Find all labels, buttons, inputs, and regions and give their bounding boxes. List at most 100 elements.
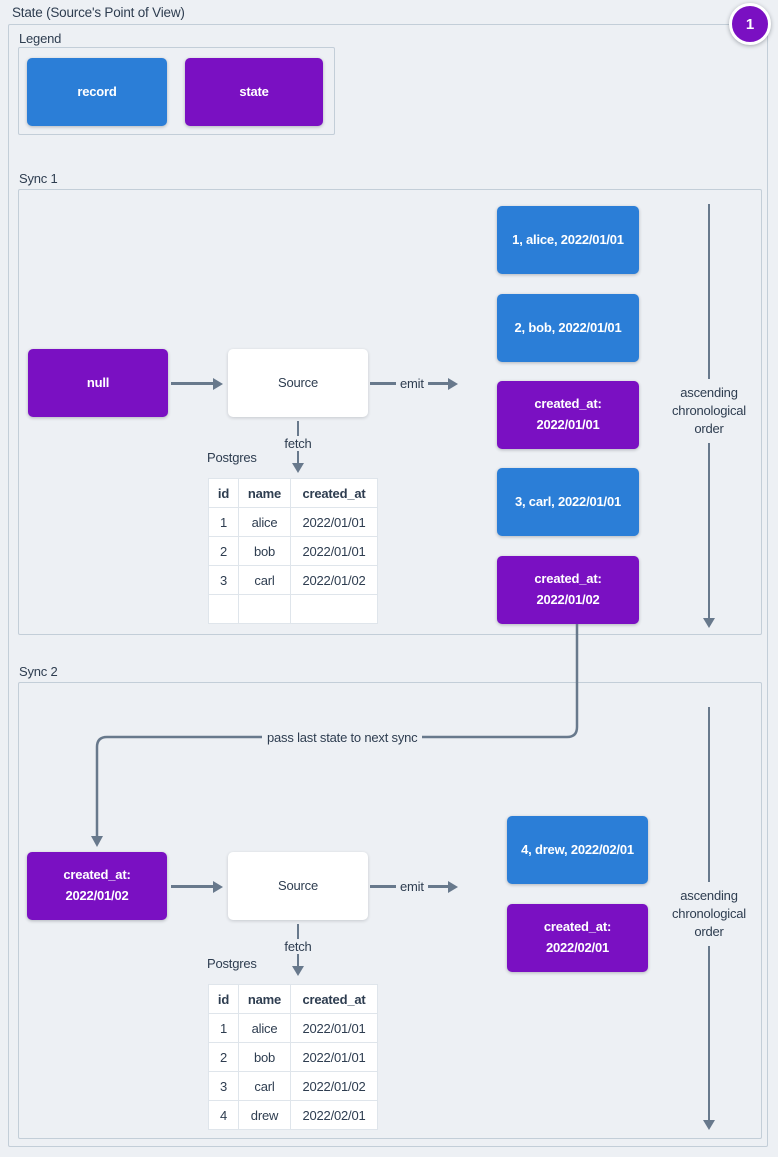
order-note: ascending chronological order xyxy=(672,379,746,443)
table-cell: 2022/01/02 xyxy=(290,565,378,595)
step-badge: 1 xyxy=(729,3,771,45)
arrow-line xyxy=(707,443,711,618)
sync1-source-box: Source xyxy=(228,349,368,417)
order-note-line: chronological xyxy=(671,905,746,921)
table-cell: carl xyxy=(238,565,291,595)
arrow-line xyxy=(707,707,711,882)
table-cell: 2022/01/01 xyxy=(290,1013,378,1043)
sync2-input-state-box: created_at: 2022/01/02 xyxy=(27,852,167,920)
table-header-row: id name created_at xyxy=(208,478,378,508)
record-box: 2, bob, 2022/01/01 xyxy=(497,294,639,362)
sync1-panel xyxy=(18,189,762,635)
fetch-label: fetch xyxy=(284,436,312,451)
arrow-down-icon xyxy=(292,463,304,473)
order-note-line: order xyxy=(694,421,724,436)
table-row: 2 bob 2022/01/01 xyxy=(208,536,378,566)
fetch-label: fetch xyxy=(284,939,312,954)
table-cell: 2 xyxy=(208,1042,239,1072)
state-box: created_at: 2022/02/01 xyxy=(507,904,648,972)
sync2-database-label: Postgres xyxy=(207,956,257,971)
arrow-line xyxy=(707,204,711,379)
table-header-cell: name xyxy=(238,984,291,1014)
order-note-line: ascending xyxy=(680,887,738,903)
arrow-line xyxy=(296,924,300,939)
table-header-cell: created_at xyxy=(290,478,378,508)
arrow-down-icon xyxy=(703,1120,715,1130)
arrow-line xyxy=(427,382,448,385)
table-cell: 2022/01/01 xyxy=(290,1042,378,1072)
table-cell: 3 xyxy=(208,1071,239,1101)
table-header-row: id name created_at xyxy=(208,984,378,1014)
outer-container xyxy=(8,24,768,1147)
table-cell: 1 xyxy=(208,507,239,537)
state-box: created_at: 2022/01/01 xyxy=(497,381,639,449)
pass-state-connector-label: pass last state to next sync xyxy=(262,729,423,746)
table-cell: 2 xyxy=(208,536,239,566)
table-cell xyxy=(238,594,291,624)
emit-label: emit xyxy=(400,879,424,894)
arrow-right-icon xyxy=(448,377,458,390)
state-to-source-arrow xyxy=(171,880,223,893)
order-note: ascending chronological order xyxy=(672,882,746,946)
sync1-database-label: Postgres xyxy=(207,450,257,465)
arrow-right-icon xyxy=(213,880,223,893)
sync2-emit-arrow: emit xyxy=(370,879,458,894)
table-row: 1 alice 2022/01/01 xyxy=(208,1013,378,1043)
order-note-line: order xyxy=(694,923,724,939)
sync1-order-arrow: ascending chronological order xyxy=(665,204,753,628)
table-row: 2 bob 2022/01/01 xyxy=(208,1042,378,1072)
page-title: State (Source's Point of View) xyxy=(12,5,185,20)
state-box: created_at: 2022/01/02 xyxy=(497,556,639,624)
table-cell: 1 xyxy=(208,1013,239,1043)
arrow-line xyxy=(171,885,213,888)
legend-label: Legend xyxy=(19,31,62,46)
arrow-line xyxy=(427,885,448,888)
legend-panel xyxy=(18,47,335,135)
order-note-line: chronological xyxy=(671,403,746,418)
arrow-down-icon xyxy=(91,836,103,847)
table-cell: 3 xyxy=(208,565,239,595)
legend-state-box: state xyxy=(185,58,323,126)
table-row: 3 carl 2022/01/02 xyxy=(208,565,378,595)
record-box: 4, drew, 2022/02/01 xyxy=(507,816,648,884)
arrow-line xyxy=(370,885,396,888)
arrow-line xyxy=(370,382,396,385)
sync1-postgres-table: id name created_at 1 alice 2022/01/01 2 … xyxy=(208,478,378,624)
table-row: 1 alice 2022/01/01 xyxy=(208,507,378,537)
table-header-cell: id xyxy=(208,478,239,508)
table-row: 3 carl 2022/01/02 xyxy=(208,1071,378,1101)
order-note-line: ascending xyxy=(680,385,738,400)
record-box: 3, carl, 2022/01/01 xyxy=(497,468,639,536)
table-cell: 2022/02/01 xyxy=(290,1100,378,1130)
arrow-line xyxy=(296,421,300,436)
sync2-label: Sync 2 xyxy=(19,664,58,679)
sync2-source-box: Source xyxy=(228,852,368,920)
table-cell: bob xyxy=(238,536,291,566)
sync1-label: Sync 1 xyxy=(19,171,58,186)
arrow-line xyxy=(296,954,300,966)
sync2-fetch-arrow: fetch xyxy=(278,924,318,976)
sync1-emit-arrow: emit xyxy=(370,376,458,391)
table-cell: 4 xyxy=(208,1100,239,1130)
sync2-postgres-table: id name created_at 1 alice 2022/01/01 2 … xyxy=(208,984,378,1130)
table-cell: 2022/01/01 xyxy=(290,536,378,566)
state-to-source-arrow xyxy=(171,377,223,390)
arrow-line xyxy=(707,945,711,1120)
table-cell: drew xyxy=(238,1100,291,1130)
arrow-down-icon xyxy=(292,966,304,976)
arrow-right-icon xyxy=(448,880,458,893)
table-cell: bob xyxy=(238,1042,291,1072)
table-cell xyxy=(290,594,378,624)
arrow-line xyxy=(296,451,300,463)
sync1-fetch-arrow: fetch xyxy=(278,421,318,473)
table-header-cell: name xyxy=(238,478,291,508)
arrow-right-icon xyxy=(213,377,223,390)
record-box: 1, alice, 2022/01/01 xyxy=(497,206,639,274)
table-cell: alice xyxy=(238,1013,291,1043)
arrow-line xyxy=(171,382,213,385)
table-row: 4 drew 2022/02/01 xyxy=(208,1100,378,1130)
sync1-input-state-box: null xyxy=(28,349,168,417)
sync2-panel xyxy=(18,682,762,1139)
table-cell: alice xyxy=(238,507,291,537)
arrow-down-icon xyxy=(703,618,715,628)
